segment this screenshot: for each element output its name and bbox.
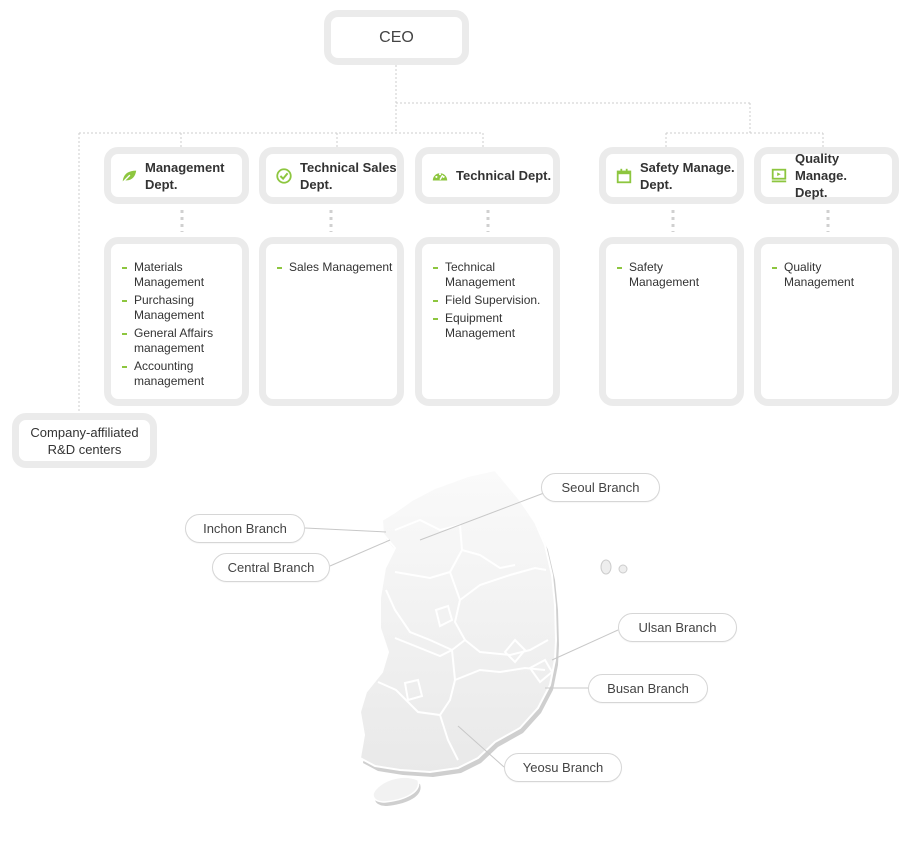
list-item: Field Supervision.: [432, 293, 549, 308]
leaf-icon: [118, 165, 140, 187]
branch-label: Seoul Branch: [561, 480, 640, 495]
dept-technical-sales: Technical Sales Dept.: [259, 147, 404, 204]
list-item: Safety Management: [616, 260, 733, 290]
dept-name: Quality Manage. Dept.: [795, 151, 848, 200]
check-circle-icon: [273, 165, 295, 187]
map-jeju-land: [372, 776, 420, 803]
branch-yeosu: Yeosu Branch: [504, 753, 622, 782]
dept-name: Technical Sales Dept.: [300, 159, 397, 192]
map-province-borders: [377, 518, 554, 761]
list-item: Quality Management: [771, 260, 888, 290]
ceo-label: CEO: [379, 28, 414, 46]
gauge-icon: [429, 165, 451, 187]
branch-label: Yeosu Branch: [522, 760, 604, 775]
dept-technical: Technical Dept.: [415, 147, 560, 204]
list-item: General Affairs management: [121, 326, 238, 356]
rd-center-box: Company-affiliated R&D centers: [12, 413, 157, 468]
list-item: Equipment Management: [432, 311, 549, 341]
branch-label: Central Branch: [227, 560, 315, 575]
org-connectors: [78, 65, 830, 413]
branch-label: Inchon Branch: [203, 521, 287, 536]
list-item: Purchasing Management: [121, 293, 238, 323]
branch-seoul: Seoul Branch: [541, 473, 660, 502]
map-mainland: [358, 468, 558, 774]
list-item: Accounting management: [121, 359, 238, 389]
monitor-icon: [768, 165, 790, 187]
ceo-box: CEO: [324, 10, 469, 65]
map-island: [618, 564, 628, 574]
branch-label: Busan Branch: [607, 681, 689, 696]
calendar-icon: [613, 165, 635, 187]
branch-ulsan: Ulsan Branch: [618, 613, 737, 642]
dept-name: Management Dept.: [145, 159, 225, 192]
branch-central: Central Branch: [212, 553, 330, 582]
list-item: Sales Management: [276, 260, 393, 275]
rd-center-label: Company-affiliated R&D centers: [30, 424, 139, 457]
dept-safety: Safety Manage. Dept.: [599, 147, 744, 204]
branch-label: Ulsan Branch: [638, 620, 717, 635]
list-item: Technical Management: [432, 260, 549, 290]
branch-inchon: Inchon Branch: [185, 514, 305, 543]
dept-management: Management Dept.: [104, 147, 249, 204]
dept-safety-tasks: Safety Management: [599, 237, 744, 406]
dept-name: Safety Manage. Dept.: [640, 159, 735, 192]
dept-technical-tasks: Technical Management Field Supervision. …: [415, 237, 560, 406]
dept-name: Technical Dept.: [456, 168, 552, 183]
list-item: Materials Management: [121, 260, 238, 290]
map-island: [600, 559, 612, 575]
branch-busan: Busan Branch: [588, 674, 708, 703]
dept-quality: Quality Manage. Dept.: [754, 147, 899, 204]
dept-technical-sales-tasks: Sales Management: [259, 237, 404, 406]
dept-quality-tasks: Quality Management: [754, 237, 899, 406]
dept-management-tasks: Materials Management Purchasing Manageme…: [104, 237, 249, 406]
